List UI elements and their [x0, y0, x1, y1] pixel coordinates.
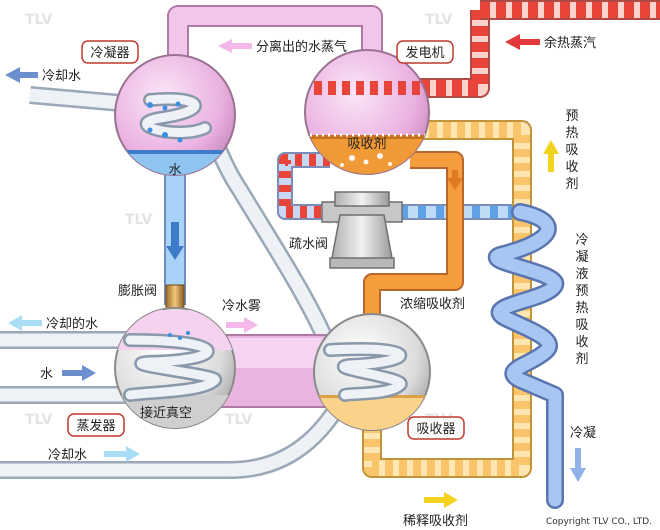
dilute-absorbent-pipe — [362, 120, 532, 478]
label-evaporator: 蒸发器 — [67, 413, 125, 437]
label-generator: 发电机 — [396, 40, 454, 64]
label-cooled-water: 冷却的水 — [46, 316, 98, 332]
label-condensate: 冷凝 — [570, 425, 596, 441]
condensation-drops — [147, 101, 183, 143]
flow-arrows — [5, 34, 586, 508]
mist-drops — [168, 331, 190, 340]
arrow-water-mist — [226, 317, 258, 333]
svg-text:TLV: TLV — [225, 412, 253, 428]
label-dilute-absorbent: 稀释吸收剂 — [403, 514, 468, 529]
arrow-dilute-absorbent — [424, 492, 458, 508]
arrow-concentrated-down — [447, 170, 463, 190]
label-condenser: 冷凝器 — [81, 40, 139, 64]
svg-text:TLV: TLV — [25, 12, 53, 28]
arrow-condensate-down — [570, 448, 586, 482]
evaporator-absorber-duct — [219, 334, 331, 408]
label-expansion-valve: 膨胀阀 — [118, 284, 157, 299]
svg-text:冷凝液预热吸收剂: 冷凝液预热吸收剂 — [575, 233, 588, 367]
arrow-waste-heat — [505, 34, 540, 50]
svg-text:蒸发器: 蒸发器 — [76, 418, 115, 434]
svg-text:冷凝器: 冷凝器 — [90, 45, 129, 61]
label-cooling-water-in: 冷却水 — [48, 448, 87, 463]
svg-text:发电机: 发电机 — [405, 45, 444, 61]
bubbles — [340, 153, 392, 167]
label-water: 水 — [168, 163, 181, 178]
concentrated-absorbent-pipe — [363, 151, 464, 320]
arrow-cooled-water-out — [8, 315, 42, 331]
label-condensate-preheat-absorbent: 冷凝液预热吸收剂 — [575, 233, 588, 367]
label-water-mist: 冷水雾 — [222, 299, 261, 314]
label-steam-trap: 疏水阀 — [289, 237, 328, 252]
vapor-pipe — [167, 5, 383, 60]
arrow-cooling-water-in — [104, 446, 140, 462]
label-concentrated-absorbent: 浓缩吸收剂 — [400, 296, 465, 312]
label-absorber: 吸收器 — [407, 416, 465, 440]
svg-text:TLV: TLV — [25, 412, 53, 428]
preheat-coil — [487, 203, 564, 509]
copyright-text: Copyright TLV CO., LTD. — [546, 517, 652, 527]
steam-trap — [321, 191, 403, 269]
label-cooling-water-out: 冷却水 — [42, 69, 81, 84]
label-separated-vapor: 分离出的水蒸气 — [256, 39, 347, 55]
svg-text:TLV: TLV — [125, 212, 153, 228]
label-absorbent: 吸收剂 — [347, 137, 386, 152]
label-near-vacuum: 接近真空 — [140, 405, 192, 421]
svg-text:吸收器: 吸收器 — [416, 422, 455, 437]
label-waste-heat-steam: 余热蒸汽 — [544, 35, 596, 51]
chilled-water-pipes — [0, 331, 130, 404]
svg-text:TLV: TLV — [425, 12, 453, 28]
arrow-preheat-up — [543, 140, 559, 172]
svg-text:预热吸收剂: 预热吸收剂 — [565, 109, 578, 192]
label-water-in: 水 — [40, 367, 53, 382]
arrow-separated-vapor — [218, 39, 252, 53]
arrow-water-in — [62, 365, 96, 381]
arrow-cooling-water-out — [5, 67, 38, 83]
label-preheat-absorbent: 预热吸收剂 — [565, 109, 578, 192]
arrow-water-down — [166, 222, 184, 260]
